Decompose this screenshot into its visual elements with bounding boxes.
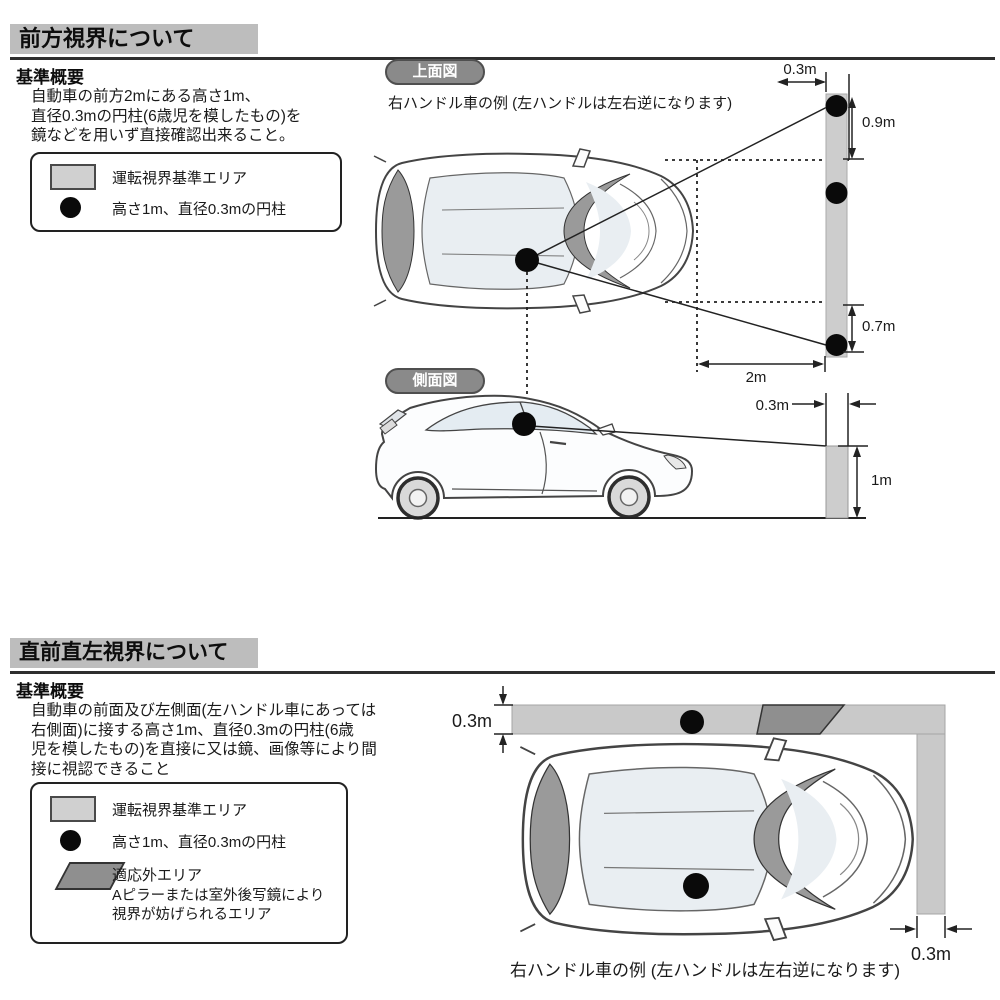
dim-label-width: 0.3m [783, 61, 816, 78]
dim-label-cyl-height: 1m [871, 472, 892, 489]
sight-line-lower [526, 259, 834, 348]
legend-cylinder-swatch [60, 830, 81, 851]
legend-excluded-label: 適応外エリア [112, 867, 203, 884]
legend-area-swatch [50, 164, 96, 190]
arrowhead [853, 507, 861, 518]
badge-top-view: 上面図 [385, 59, 485, 85]
arrowhead [499, 694, 507, 705]
standard-area-strip-front [916, 733, 946, 915]
note-line: 視界が妨げられるエリア [112, 907, 272, 923]
cylinder-middle [825, 182, 848, 204]
arrowhead [698, 360, 709, 368]
dim-label-upper: 0.9m [862, 114, 895, 131]
section-header-front-left-visibility: 直前直左視界について [10, 638, 258, 668]
dim-label-lower: 0.7m [862, 318, 895, 335]
paragraph-line: 接に視認できること [31, 760, 171, 778]
cylinder-top [825, 95, 848, 117]
legend-box-front-left: 運転視界基準エリア 高さ1m、直径0.3mの円柱 適応外エリア Aピラーまたは室… [30, 782, 348, 944]
dim-label-cyl-width: 0.3m [756, 397, 789, 414]
paragraph-line: 鏡などを用いず直接確認出来ること。 [31, 127, 295, 144]
arrowhead [849, 400, 860, 408]
sight-line-upper [526, 103, 834, 261]
arrowhead [814, 400, 825, 408]
driver-eye-point-top-view [515, 248, 539, 272]
section-header-front-visibility: 前方視界について [10, 24, 258, 54]
header-rule [10, 671, 995, 674]
arrowhead [815, 78, 826, 86]
excluded-area-parallelogram [756, 704, 846, 735]
legend-excluded-note: Aピラーまたは室外後写鏡により 視界が妨げられるエリア [112, 887, 324, 925]
standard-area-bar [825, 93, 848, 358]
front-top-view-diagram: 0.3m 0.9m 0.7m 2m [373, 61, 895, 415]
driver-eye-point-bottom [683, 873, 709, 899]
arrowhead [848, 148, 856, 159]
header-rule [10, 57, 995, 60]
paragraph-line: 自動車の前面及び左側面(左ハンドル車にあっては [31, 702, 377, 719]
criteria-paragraph: 自動車の前方2mにある高さ1m、 直径0.3mの円柱(6歳児を模したもの)を 鏡… [31, 87, 301, 146]
arrowhead [946, 925, 957, 933]
top-view-caption: 右ハンドル車の例 (左ハンドルは左右逆になります) [388, 95, 733, 112]
dim-label-front-strip-width: 0.3m [911, 944, 951, 964]
paragraph-line: 右側面)に接する高さ1m、直径0.3mの円柱(6歳 [31, 721, 354, 739]
sight-line-side [530, 425, 827, 447]
legend-area-label: 運転視界基準エリア [112, 802, 248, 819]
criteria-paragraph: 自動車の前面及び左側面(左ハンドル車にあっては 右側面)に接する高さ1m、直径0… [31, 701, 377, 779]
paragraph-line: 自動車の前方2mにある高さ1m、 [31, 88, 261, 105]
arrowhead [905, 925, 916, 933]
standard-area-strip-left-side [511, 704, 946, 735]
arrowhead [848, 305, 856, 316]
cylinder-on-strip [680, 710, 704, 734]
legend-cylinder-label: 高さ1m、直径0.3mの円柱 [112, 834, 287, 851]
arrowhead [813, 360, 824, 368]
bottom-diagram-caption: 右ハンドル車の例 (左ハンドルは左右逆になります) [509, 961, 901, 980]
car-side-view [374, 394, 694, 520]
legend-area-swatch [50, 796, 96, 822]
front-left-visibility-diagram: 0.3m 0.3m [452, 686, 972, 964]
arrowhead [848, 341, 856, 352]
subheader-criteria-overview: 基準概要 [16, 68, 84, 87]
car-top-view-bottom [519, 737, 914, 942]
legend-box-front: 運転視界基準エリア 高さ1m、直径0.3mの円柱 [30, 152, 342, 232]
arrowhead [777, 78, 788, 86]
note-line: Aピラーまたは室外後写鏡により [112, 888, 325, 904]
arrowhead [853, 446, 861, 457]
dim-label-strip-width: 0.3m [452, 711, 492, 731]
paragraph-line: 児を模したもの)を直接に又は鏡、画像等により間 [31, 741, 377, 758]
cylinder-side-view [825, 445, 849, 519]
badge-side-view: 側面図 [385, 368, 485, 394]
dim-label-distance: 2m [746, 369, 767, 386]
driver-eye-point-side-view [512, 412, 536, 436]
arrowhead [848, 97, 856, 108]
front-side-view-diagram: 0.3m 1m [374, 393, 892, 520]
legend-cylinder-label: 高さ1m、直径0.3mの円柱 [112, 201, 287, 218]
arrowhead [499, 734, 507, 745]
cylinder-bottom [825, 334, 848, 356]
car-top-view [373, 148, 694, 314]
subheader-criteria-overview: 基準概要 [16, 682, 84, 701]
paragraph-line: 直径0.3mの円柱(6歳児を模したもの)を [31, 107, 302, 125]
legend-cylinder-swatch [60, 197, 81, 218]
legend-area-label: 運転視界基準エリア [112, 170, 248, 187]
